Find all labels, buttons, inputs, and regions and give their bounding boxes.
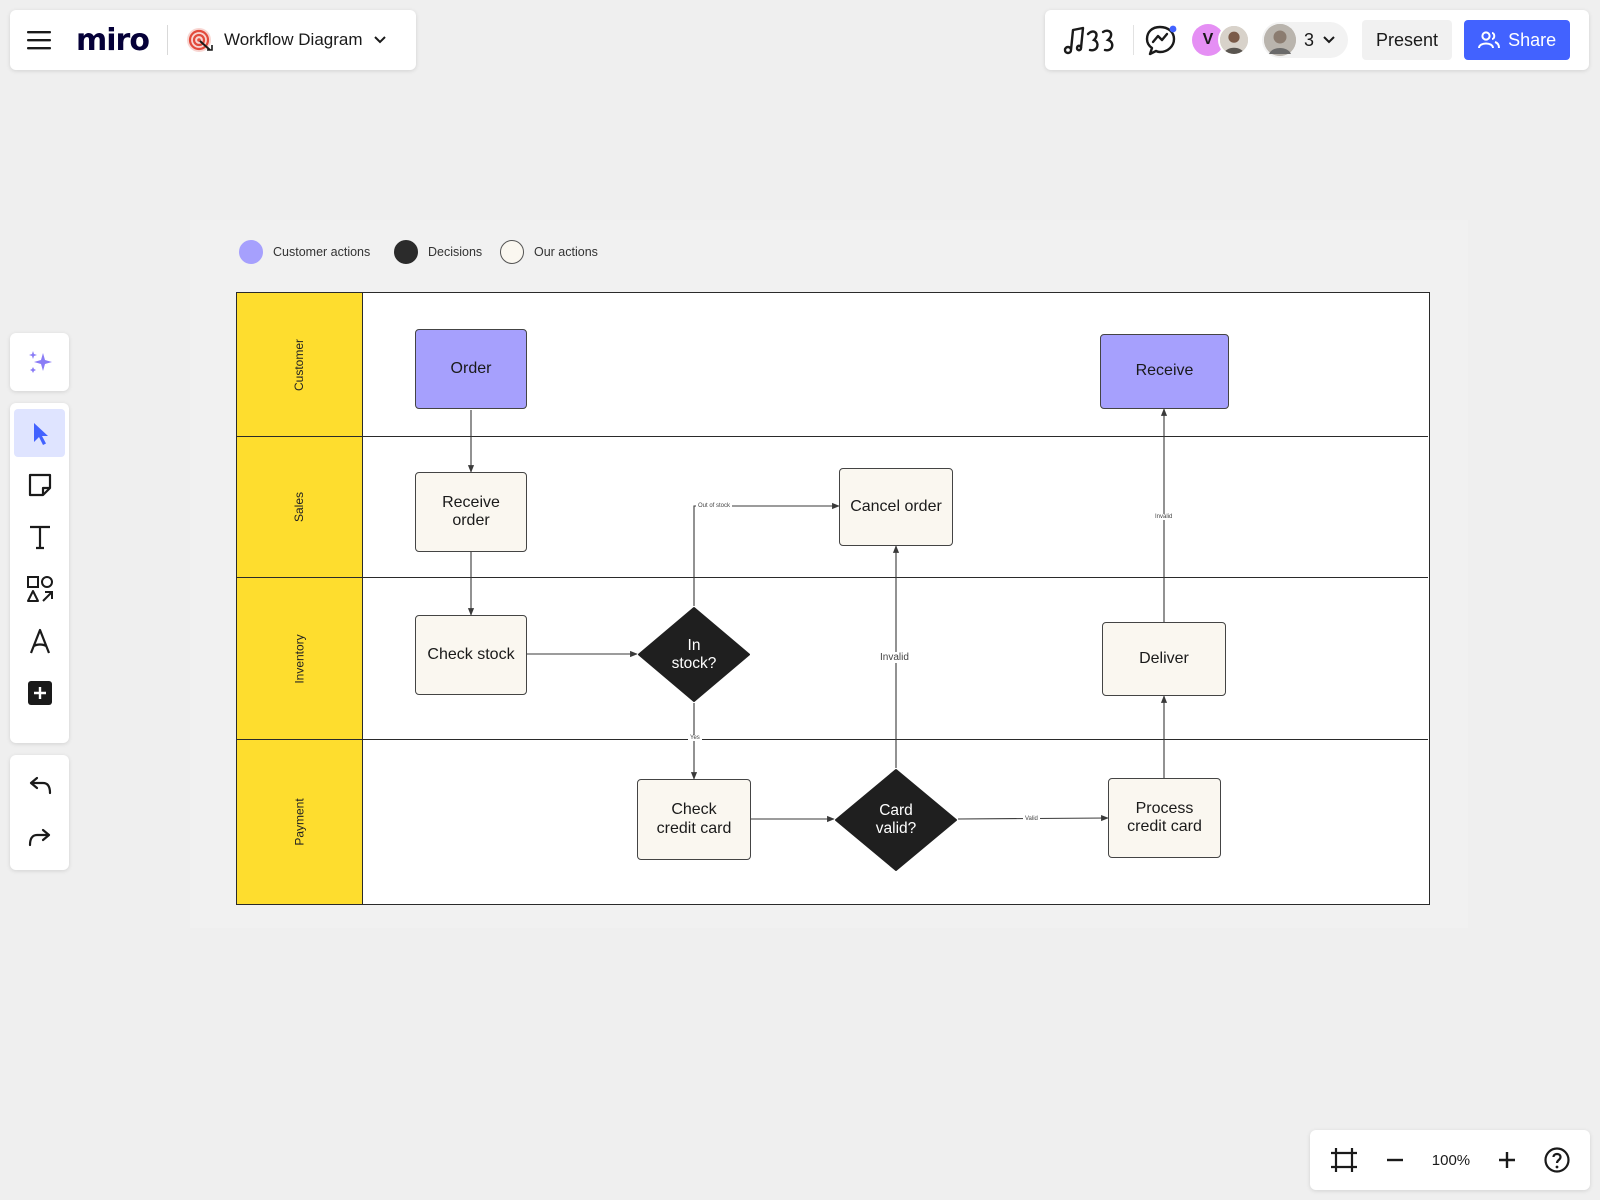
more-tools-button[interactable] bbox=[14, 669, 65, 717]
fit-to-screen-button[interactable] bbox=[1329, 1146, 1359, 1174]
avatar bbox=[1264, 24, 1296, 56]
lane-payment: Payment bbox=[237, 740, 1428, 904]
avatar[interactable] bbox=[1218, 24, 1250, 56]
lane-label: Payment bbox=[292, 798, 307, 846]
legend-swatch bbox=[500, 240, 524, 264]
miro-logo[interactable]: miro bbox=[76, 22, 150, 58]
edge-label-out-of-stock: Out of stock bbox=[696, 503, 733, 509]
select-tool[interactable] bbox=[14, 409, 65, 457]
lane-header: Customer bbox=[237, 293, 363, 436]
creation-toolbar bbox=[10, 403, 69, 743]
pen-icon bbox=[29, 628, 50, 654]
node-receive[interactable]: Receive bbox=[1100, 334, 1229, 409]
edge-label-invalid: Invalid bbox=[878, 652, 911, 663]
lane-header: Payment bbox=[237, 740, 363, 904]
people-icon bbox=[1478, 31, 1501, 49]
hamburger-menu-icon bbox=[27, 31, 51, 50]
minus-icon bbox=[1387, 1158, 1404, 1162]
legend-our-actions[interactable]: Our actions bbox=[500, 240, 598, 264]
collaborators-dropdown[interactable]: 3 bbox=[1262, 22, 1349, 58]
zoom-out-button[interactable] bbox=[1384, 1149, 1406, 1171]
legend-label: Customer actions bbox=[273, 245, 371, 259]
pen-tool[interactable] bbox=[14, 617, 65, 665]
ai-assist-button[interactable] bbox=[14, 338, 65, 386]
shapes-icon bbox=[26, 576, 53, 602]
legend-label: Our actions bbox=[534, 245, 598, 259]
person-avatar-icon bbox=[1220, 26, 1248, 54]
node-order[interactable]: Order bbox=[415, 329, 527, 409]
lane-label: Customer bbox=[292, 338, 307, 391]
node-cancel-order[interactable]: Cancel order bbox=[839, 468, 953, 546]
node-process-credit-card[interactable]: Process credit card bbox=[1108, 778, 1221, 858]
collab-divider bbox=[1133, 25, 1134, 55]
ai-toolbar bbox=[10, 333, 69, 391]
edge-label-yes: Yes bbox=[688, 735, 702, 741]
collaborator-count: 3 bbox=[1304, 29, 1315, 50]
decision-in-stock[interactable]: In stock? bbox=[637, 606, 751, 703]
lane-label: Sales bbox=[292, 491, 307, 523]
lane-inventory: Inventory bbox=[237, 578, 1428, 740]
sticky-note-icon bbox=[28, 473, 51, 497]
decision-card-valid[interactable]: Card valid? bbox=[834, 768, 958, 872]
legend-swatch bbox=[394, 240, 418, 264]
music-notes-icon bbox=[1063, 26, 1114, 55]
chevron-down-icon bbox=[373, 36, 386, 44]
plus-square-icon bbox=[27, 681, 52, 705]
redo-button[interactable] bbox=[14, 814, 65, 862]
chevron-down-icon bbox=[1323, 36, 1335, 44]
help-button[interactable] bbox=[1543, 1146, 1571, 1174]
undo-icon bbox=[29, 776, 51, 795]
edge-label-valid: Valid bbox=[1023, 816, 1040, 822]
edge-label-invalid: Invalid bbox=[1153, 514, 1175, 520]
node-receive-order[interactable]: Receive order bbox=[415, 472, 527, 552]
decision-diamond-shape bbox=[638, 607, 750, 702]
board-header: miro Workflow Diagram bbox=[10, 10, 416, 70]
chat-bubble-icon bbox=[1145, 25, 1177, 56]
lane-customer: Customer bbox=[237, 293, 1428, 437]
shapes-tool[interactable] bbox=[14, 565, 65, 613]
lane-header: Inventory bbox=[237, 578, 363, 739]
board-title: Workflow Diagram bbox=[223, 30, 363, 49]
help-icon bbox=[1544, 1147, 1570, 1173]
lane-sales: Sales bbox=[237, 437, 1428, 578]
legend-customer-actions[interactable]: Customer actions bbox=[239, 240, 370, 264]
legend-decisions[interactable]: Decisions bbox=[394, 240, 482, 264]
node-check-credit-card[interactable]: Check credit card bbox=[637, 779, 751, 860]
lane-label: Inventory bbox=[292, 633, 307, 684]
sticky-note-tool[interactable] bbox=[14, 461, 65, 509]
node-check-stock[interactable]: Check stock bbox=[415, 615, 527, 695]
frame-icon bbox=[1330, 1148, 1357, 1172]
zoom-level[interactable]: 100% bbox=[1431, 1151, 1471, 1169]
header-divider bbox=[166, 25, 168, 55]
plus-icon bbox=[1498, 1152, 1515, 1168]
history-toolbar bbox=[10, 755, 69, 870]
reactions-button[interactable] bbox=[1061, 24, 1123, 56]
board-title-button[interactable]: Workflow Diagram bbox=[186, 26, 387, 54]
zoom-in-button[interactable] bbox=[1496, 1149, 1518, 1171]
chat-button[interactable] bbox=[1144, 24, 1178, 56]
legend-swatch bbox=[239, 240, 263, 264]
share-button[interactable]: Share bbox=[1464, 20, 1571, 60]
decision-label: Card valid? bbox=[875, 802, 917, 837]
text-tool[interactable] bbox=[14, 513, 65, 561]
lane-header: Sales bbox=[237, 437, 363, 577]
redo-icon bbox=[28, 828, 50, 847]
decision-label: In stock? bbox=[671, 636, 717, 672]
target-icon bbox=[186, 28, 213, 52]
collaboration-bar: V 3 Present Share bbox=[1045, 10, 1589, 70]
legend-label: Decisions bbox=[428, 245, 483, 259]
zoom-controls: 100% bbox=[1310, 1130, 1590, 1190]
decision-diamond-shape bbox=[835, 769, 957, 871]
main-menu-button[interactable] bbox=[10, 10, 68, 70]
text-icon bbox=[29, 525, 50, 550]
sparkle-icon bbox=[28, 351, 52, 373]
undo-button[interactable] bbox=[14, 762, 65, 810]
cursor-icon bbox=[33, 423, 48, 445]
present-button[interactable]: Present bbox=[1362, 20, 1453, 60]
node-deliver[interactable]: Deliver bbox=[1102, 622, 1226, 696]
person-avatar-icon bbox=[1264, 24, 1296, 56]
share-label: Share bbox=[1508, 29, 1557, 50]
